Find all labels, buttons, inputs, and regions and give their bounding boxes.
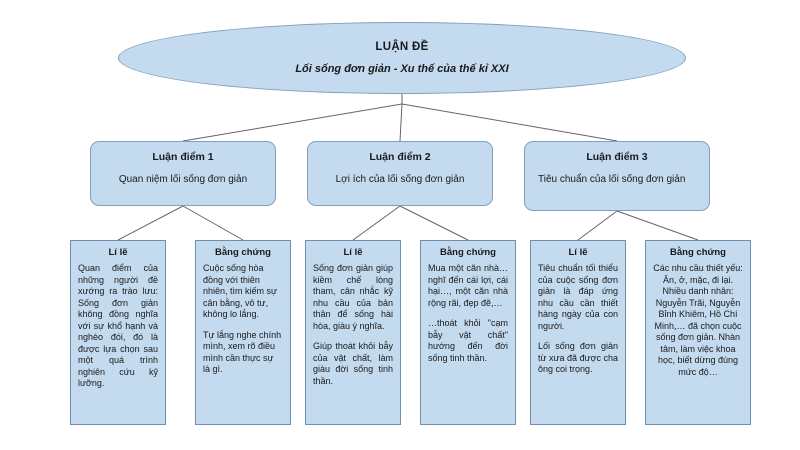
thesis-node[interactable]: LUẬN ĐỀ Lối sống đơn giản - Xu thế của t… — [118, 22, 686, 94]
claim-subtitle-1: Quan niệm lối sống đơn giản — [118, 174, 248, 185]
leaf-title-6: Bằng chứng — [670, 247, 726, 258]
leaf-node-5[interactable]: Lí lẽ Tiêu chuẩn tối thiểu của cuộc sống… — [530, 240, 626, 425]
leaf-node-1[interactable]: Lí lẽ Quan điểm của những người đề xướng… — [70, 240, 166, 425]
leaf-paragraph: Lối sống đơn giản từ xưa đã được cha ông… — [538, 341, 619, 375]
thesis-subtitle: Lối sống đơn giản - Xu thế của thế kỉ XX… — [295, 63, 509, 75]
claim-node-2[interactable]: Luận điểm 2 Lợi ích của lối sống đơn giả… — [307, 141, 493, 206]
leaf-body-3: Sống đơn giản giúp kiềm chế lòng tham, c… — [313, 263, 393, 387]
claim-title-2: Luận điểm 2 — [369, 151, 431, 163]
leaf-title-2: Bằng chứng — [215, 247, 271, 258]
claim-subtitle-3: Tiêu chuẩn của lối sống đơn giản — [538, 174, 686, 185]
leaf-node-3[interactable]: Lí lẽ Sống đơn giản giúp kiềm chế lòng t… — [305, 240, 401, 425]
leaf-paragraph: Mua một căn nhà… nghĩ đến cái lợi, cái h… — [428, 263, 508, 308]
leaf-paragraph: Cuộc sống hòa đồng với thiên nhiên, tìm … — [203, 263, 278, 320]
leaf-node-6[interactable]: Bằng chứng Các nhu cầu thiết yếu: Ăn, ở,… — [645, 240, 751, 425]
leaf-body-6: Các nhu cầu thiết yếu: Ăn, ở, mặc, đi lạ… — [653, 263, 743, 378]
claim-node-1[interactable]: Luận điểm 1 Quan niệm lối sống đơn giản — [90, 141, 276, 206]
leaf-paragraph: Giúp thoát khỏi bẫy của vật chất, làm gi… — [313, 341, 393, 386]
claim-node-3[interactable]: Luận điểm 3 Tiêu chuẩn của lối sống đơn … — [524, 141, 710, 211]
leaf-title-4: Bằng chứng — [440, 247, 496, 258]
leaf-title-5: Lí lẽ — [568, 247, 588, 258]
leaf-node-2[interactable]: Bằng chứng Cuộc sống hòa đồng với thiên … — [195, 240, 291, 425]
leaf-paragraph: Tiêu chuẩn tối thiểu của cuộc sống đơn g… — [538, 263, 618, 331]
claim-title-3: Luận điểm 3 — [586, 151, 648, 163]
leaf-paragraph: Sống đơn giản giúp kiềm chế lòng tham, c… — [313, 263, 393, 331]
leaf-paragraph: …thoát khỏi "cạm bẫy vật chất" hướng đến… — [428, 318, 508, 363]
leaf-title-1: Lí lẽ — [108, 247, 128, 258]
claim-title-1: Luận điểm 1 — [152, 151, 214, 163]
leaf-paragraph: Các nhu cầu thiết yếu: Ăn, ở, mặc, đi lạ… — [653, 263, 743, 377]
leaf-body-1: Quan điểm của những người đề xướng ra tr… — [78, 263, 158, 390]
claim-subtitle-2: Lợi ích của lối sống đơn giản — [335, 174, 465, 185]
leaf-body-4: Mua một căn nhà… nghĩ đến cái lợi, cái h… — [428, 263, 508, 364]
leaf-node-4[interactable]: Bằng chứng Mua một căn nhà… nghĩ đến cái… — [420, 240, 516, 425]
leaf-body-5: Tiêu chuẩn tối thiểu của cuộc sống đơn g… — [538, 263, 618, 376]
leaf-title-3: Lí lẽ — [343, 247, 363, 258]
thesis-title: LUẬN ĐỀ — [375, 41, 429, 53]
leaf-paragraph: Quan điểm của những người đề xướng ra tr… — [78, 263, 158, 389]
leaf-paragraph: Tự lắng nghe chính mình, xem rõ điều mìn… — [203, 329, 282, 375]
leaf-body-2: Cuộc sống hòa đồng với thiên nhiên, tìm … — [203, 263, 283, 376]
